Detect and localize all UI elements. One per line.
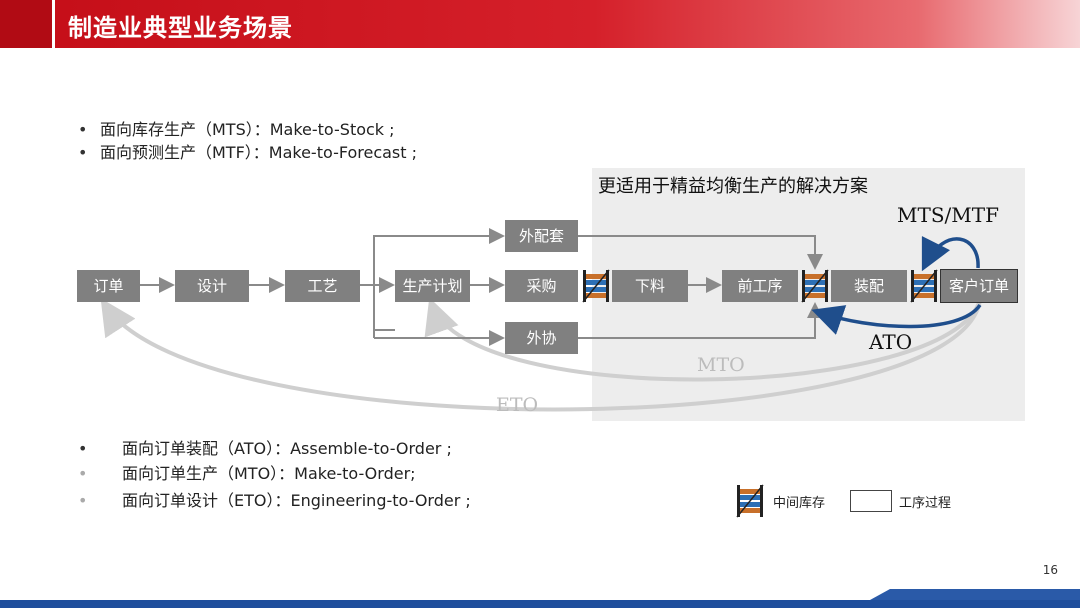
node-outsource-kit: 外配套 — [505, 220, 578, 252]
node-pre-process: 前工序 — [722, 270, 798, 302]
bullet-item: • 面向订单生产（MTO）：Make-to-Order; — [78, 462, 471, 489]
node-cutting: 下料 — [612, 270, 688, 302]
label-ato: ATO — [869, 330, 913, 354]
inventory-rack-icon — [910, 269, 938, 303]
node-customer-order: 客户订单 — [940, 269, 1018, 303]
header-stub — [0, 0, 52, 48]
bullet-item: • 面向库存生产（MTS）：Make-to-Stock ; — [78, 118, 417, 141]
bullet-item: • 面向预测生产（MTF）：Make-to-Forecast ; — [78, 141, 417, 164]
node-outsource: 外协 — [505, 322, 578, 354]
arrow-outsource-assembly — [578, 302, 823, 339]
legend-inventory-icon — [736, 484, 764, 518]
node-assembly: 装配 — [831, 270, 907, 302]
inventory-rack-icon — [582, 269, 610, 303]
bullet-dot: • — [78, 439, 88, 458]
label-mto: MTO — [697, 354, 745, 376]
legend-process-label: 工序过程 — [899, 496, 952, 511]
bullet-item: • 面向订单设计（ETO）：Engineering-to-Order ; — [78, 489, 471, 514]
legend-process-box — [850, 490, 892, 512]
bullet-text: 面向预测生产（MTF）：Make-to-Forecast ; — [100, 143, 418, 162]
bullet-text: 面向库存生产（MTS）：Make-to-Stock ; — [100, 120, 395, 139]
bullet-text: 面向订单装配（ATO）：Assemble-to-Order ; — [122, 439, 452, 458]
bullet-list-top: • 面向库存生产（MTS）：Make-to-Stock ; • 面向预测生产（MTF… — [78, 118, 417, 164]
bullet-item: • 面向订单装配（ATO）：Assemble-to-Order ; — [78, 437, 471, 462]
bullet-dot: • — [78, 464, 88, 483]
bullet-dot: • — [78, 143, 88, 162]
bullet-text: 面向订单设计（ETO）：Engineering-to-Order ; — [122, 491, 471, 510]
bullet-list-bottom: • 面向订单装配（ATO）：Assemble-to-Order ; • 面向订单生产… — [78, 437, 471, 514]
node-purchase: 采购 — [505, 270, 578, 302]
node-production-plan: 生产计划 — [395, 270, 470, 302]
arrow-plan-outsource-kit — [373, 228, 505, 285]
slide-header: 制造业典型业务场景 — [0, 0, 1080, 48]
slide-title: 制造业典型业务场景 — [68, 14, 293, 42]
bullet-dot: • — [78, 491, 88, 510]
mts-loop-arrow — [921, 236, 980, 272]
node-process: 工艺 — [285, 270, 360, 302]
node-order: 订单 — [77, 270, 140, 302]
label-eto: ETO — [496, 394, 539, 416]
label-mts-mtf: MTS/MTF — [897, 203, 999, 227]
mto-curve — [424, 297, 982, 382]
inventory-rack-icon — [801, 269, 829, 303]
legend-inventory-label: 中间库存 — [773, 496, 826, 511]
arrow-plan-outsource — [373, 285, 395, 331]
bullet-dot: • — [78, 120, 88, 139]
panel-title: 更适用于精益均衡生产的解决方案 — [598, 176, 868, 197]
ato-arrow — [811, 303, 982, 335]
arrow-outsource-kit-assembly — [578, 235, 823, 270]
bullet-text: 面向订单生产（MTO）：Make-to-Order; — [122, 464, 416, 483]
node-design: 设计 — [175, 270, 249, 302]
page-number: 16 — [1042, 563, 1058, 577]
eto-curve — [100, 298, 982, 412]
header-separator — [52, 0, 55, 48]
